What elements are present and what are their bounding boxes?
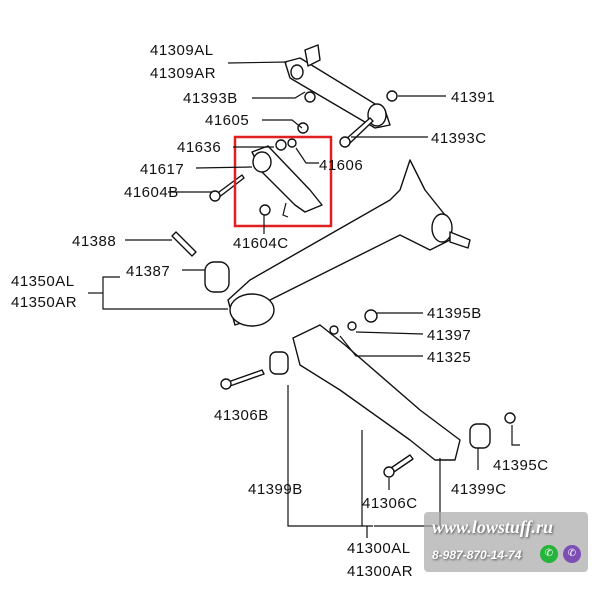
upper-arm-41309: [284, 44, 391, 129]
label-41325: 41325: [427, 349, 471, 366]
label-41636: 41636: [177, 139, 221, 156]
leader-lines: [88, 61, 520, 538]
label-41350AL: 41350AL: [11, 273, 75, 290]
label-41391: 41391: [451, 89, 495, 106]
label-41399C: 41399C: [451, 481, 507, 498]
label-41388: 41388: [72, 233, 116, 250]
watermark: www.lowstuff.ru 8-987-870-14-74 ✆ ✆: [424, 512, 588, 572]
label-41350AR: 41350AR: [11, 294, 77, 311]
label-41606: 41606: [319, 157, 363, 174]
label-41395B: 41395B: [427, 305, 482, 322]
label-41604C: 41604C: [233, 235, 289, 252]
label-41617: 41617: [140, 161, 184, 178]
trailing-arm-41325: [220, 309, 516, 478]
highlight-box-41617: [233, 135, 333, 228]
label-41399B: 41399B: [248, 481, 303, 498]
label-41397: 41397: [427, 327, 471, 344]
whatsapp-icon: ✆: [540, 545, 558, 563]
viber-icon: ✆: [563, 545, 581, 563]
label-41309AR: 41309AR: [150, 65, 216, 82]
toe-arm-41617: [209, 138, 323, 218]
label-41309AL: 41309AL: [150, 42, 214, 59]
watermark-phone: 8-987-870-14-74: [432, 548, 522, 562]
label-41300AR: 41300AR: [347, 563, 413, 580]
label-41605: 41605: [205, 112, 249, 129]
label-41306B: 41306B: [214, 407, 269, 424]
label-41300AL: 41300AL: [347, 540, 411, 557]
watermark-url: www.lowstuff.ru: [432, 517, 554, 537]
label-41387: 41387: [126, 263, 170, 280]
label-41395C: 41395C: [493, 457, 549, 474]
label-41604B: 41604B: [124, 184, 179, 201]
label-41393C: 41393C: [431, 130, 487, 147]
label-41393B: 41393B: [183, 90, 238, 107]
lower-arm-41350: [171, 159, 471, 327]
label-41306C: 41306C: [362, 495, 418, 512]
